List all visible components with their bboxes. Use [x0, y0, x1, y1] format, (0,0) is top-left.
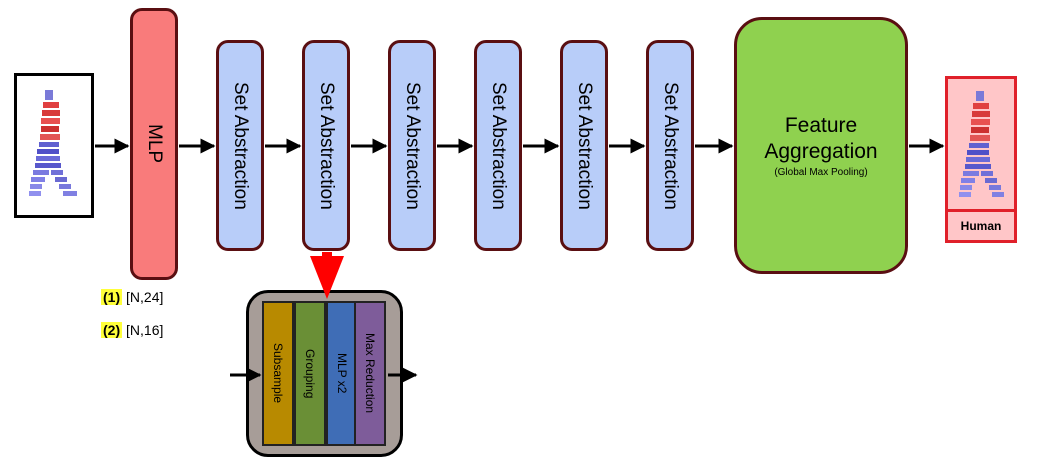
step-subsample: Subsample [262, 301, 294, 446]
feature-aggregation-block: Feature Aggregation (Global Max Pooling) [734, 17, 908, 274]
set-abstraction-label: Set Abstraction [316, 81, 337, 210]
output-classification: Human [945, 76, 1017, 243]
step-label: MLP x2 [335, 353, 349, 394]
mlp-block: MLP [130, 8, 178, 280]
step-label: Grouping [303, 348, 317, 399]
zoom-arrow [310, 252, 344, 299]
legend-text: [N,24] [126, 289, 164, 305]
step-label: Max Reduction [363, 333, 377, 414]
set-abstraction-block-5: Set Abstraction [560, 40, 608, 251]
step-label: Subsample [271, 343, 285, 404]
set-abstraction-label: Set Abstraction [488, 81, 509, 210]
step-grouping: Grouping [294, 301, 326, 446]
set-abstraction-block-1: Set Abstraction [216, 40, 264, 251]
set-abstraction-block-2: Set Abstraction [302, 40, 350, 251]
output-point-cloud-image [948, 79, 1014, 215]
legend-text: [N,16] [126, 322, 164, 338]
input-point-cloud-image [14, 73, 94, 218]
set-abstraction-block-6: Set Abstraction [646, 40, 694, 251]
human-figure-icon [29, 90, 77, 196]
set-abstraction-block-3: Set Abstraction [388, 40, 436, 251]
set-abstraction-block-4: Set Abstraction [474, 40, 522, 251]
set-abstraction-label: Set Abstraction [660, 81, 681, 210]
human-figure-icon [959, 91, 1004, 197]
output-label: Human [948, 209, 1014, 240]
legend-item-2: (2) [N,16] [101, 322, 163, 338]
set-abstraction-label: Set Abstraction [230, 81, 251, 210]
feature-aggregation-subtitle: (Global Max Pooling) [774, 167, 868, 178]
legend-marker: (1) [101, 289, 123, 305]
legend-marker: (2) [101, 322, 123, 338]
feature-aggregation-title: Feature Aggregation [764, 114, 878, 163]
set-abstraction-label: Set Abstraction [574, 81, 595, 210]
set-abstraction-label: Set Abstraction [402, 81, 423, 210]
step-max-reduction: Max Reduction [354, 301, 386, 446]
mlp-label: MLP [144, 124, 165, 164]
legend-item-1: (1) [N,24] [101, 289, 163, 305]
